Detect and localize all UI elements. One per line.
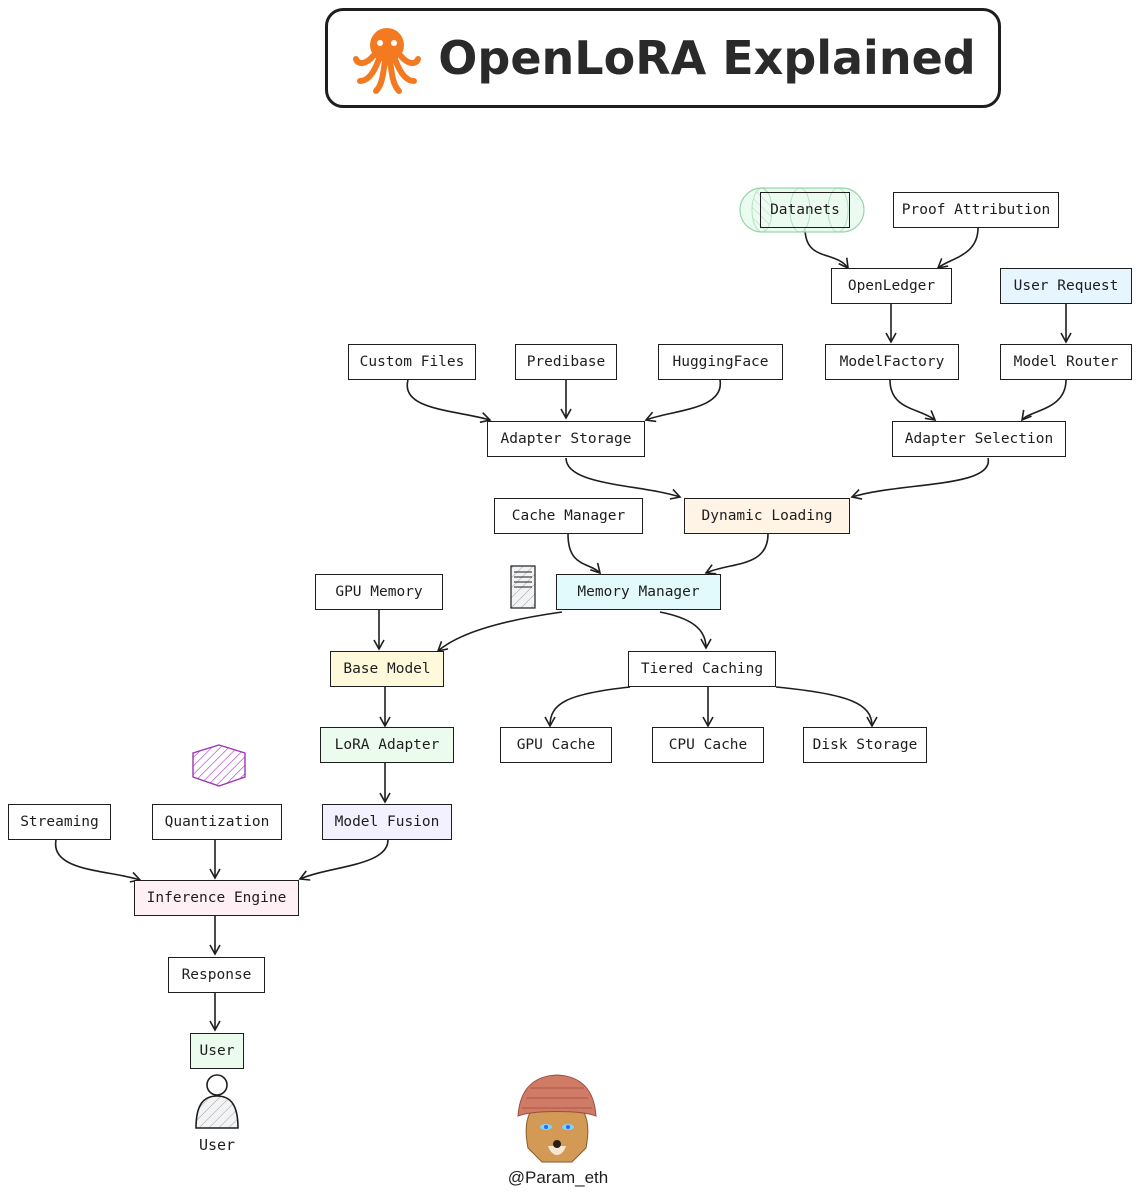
node-gpu-memory: GPU Memory [315,574,443,610]
arrow-tiered-gpucache [544,686,631,728]
node-custom-files: Custom Files [348,344,476,380]
node-modelfactory: ModelFactory [825,344,959,380]
server-icon [510,565,536,609]
hexagon-icon [192,744,246,787]
arrow-dynamicloading-memorymanager [704,533,769,575]
page-title: OpenLoRA Explained [438,31,976,85]
user-figure-label: User [198,1136,236,1154]
node-lora-adapter: LoRA Adapter [320,727,454,763]
node-huggingface: HuggingFace [658,344,783,380]
arrow-modelfusion-inference [298,839,389,881]
node-adapter-storage: Adapter Storage [487,421,645,457]
node-adapter-selection: Adapter Selection [892,421,1066,457]
arrow-adapterselection-dynamicloading [850,457,989,500]
arrow-customfiles-adapterstorage [406,379,492,424]
user-person-icon [195,1074,239,1129]
arrow-tiered-diskstorage [775,686,878,728]
arrow-modelfactory-adapterselection [889,379,937,422]
arrow-cachemanager-memorymanager [567,533,602,575]
node-dynamic-loading: Dynamic Loading [684,498,850,534]
arrow-memorymanager-tieredcaching [659,611,712,650]
node-predibase: Predibase [515,344,617,380]
arrow-adapterstorage-dynamicloading [565,457,682,500]
node-openledger: OpenLedger [831,268,952,304]
arrow-proof-openledger [936,227,979,270]
node-datanets: Datanets [760,192,850,228]
node-inference-engine: Inference Engine [134,880,299,916]
node-proof-attribution: Proof Attribution [893,192,1059,228]
title-banner: OpenLoRA Explained [325,8,1001,108]
datanets-database-icon [739,187,865,233]
arrow-datanets-openledger [804,227,849,270]
author-credit: @Param_eth [507,1168,609,1187]
node-response: Response [168,957,265,993]
node-disk-storage: Disk Storage [803,727,927,763]
node-streaming: Streaming [8,804,111,840]
arrow-memorymanager-basemodel [436,611,563,653]
node-cache-manager: Cache Manager [494,498,643,534]
arrow-streaming-inference [55,839,142,883]
node-quantization: Quantization [152,804,282,840]
node-gpu-cache: GPU Cache [500,727,612,763]
node-base-model: Base Model [330,651,444,687]
node-user-request: User Request [1000,268,1132,304]
node-cpu-cache: CPU Cache [652,727,764,763]
node-user: User [190,1033,244,1069]
arrow-modelrouter-adapterselection [1020,379,1067,422]
author-avatar [517,1074,597,1163]
octopus-icon [353,28,422,94]
node-model-fusion: Model Fusion [322,804,452,840]
node-tiered-caching: Tiered Caching [628,651,776,687]
node-model-router: Model Router [1000,344,1132,380]
node-memory-manager: Memory Manager [556,574,721,610]
arrow-huggingface-adapterstorage [644,379,721,423]
connectors [55,227,1072,1032]
